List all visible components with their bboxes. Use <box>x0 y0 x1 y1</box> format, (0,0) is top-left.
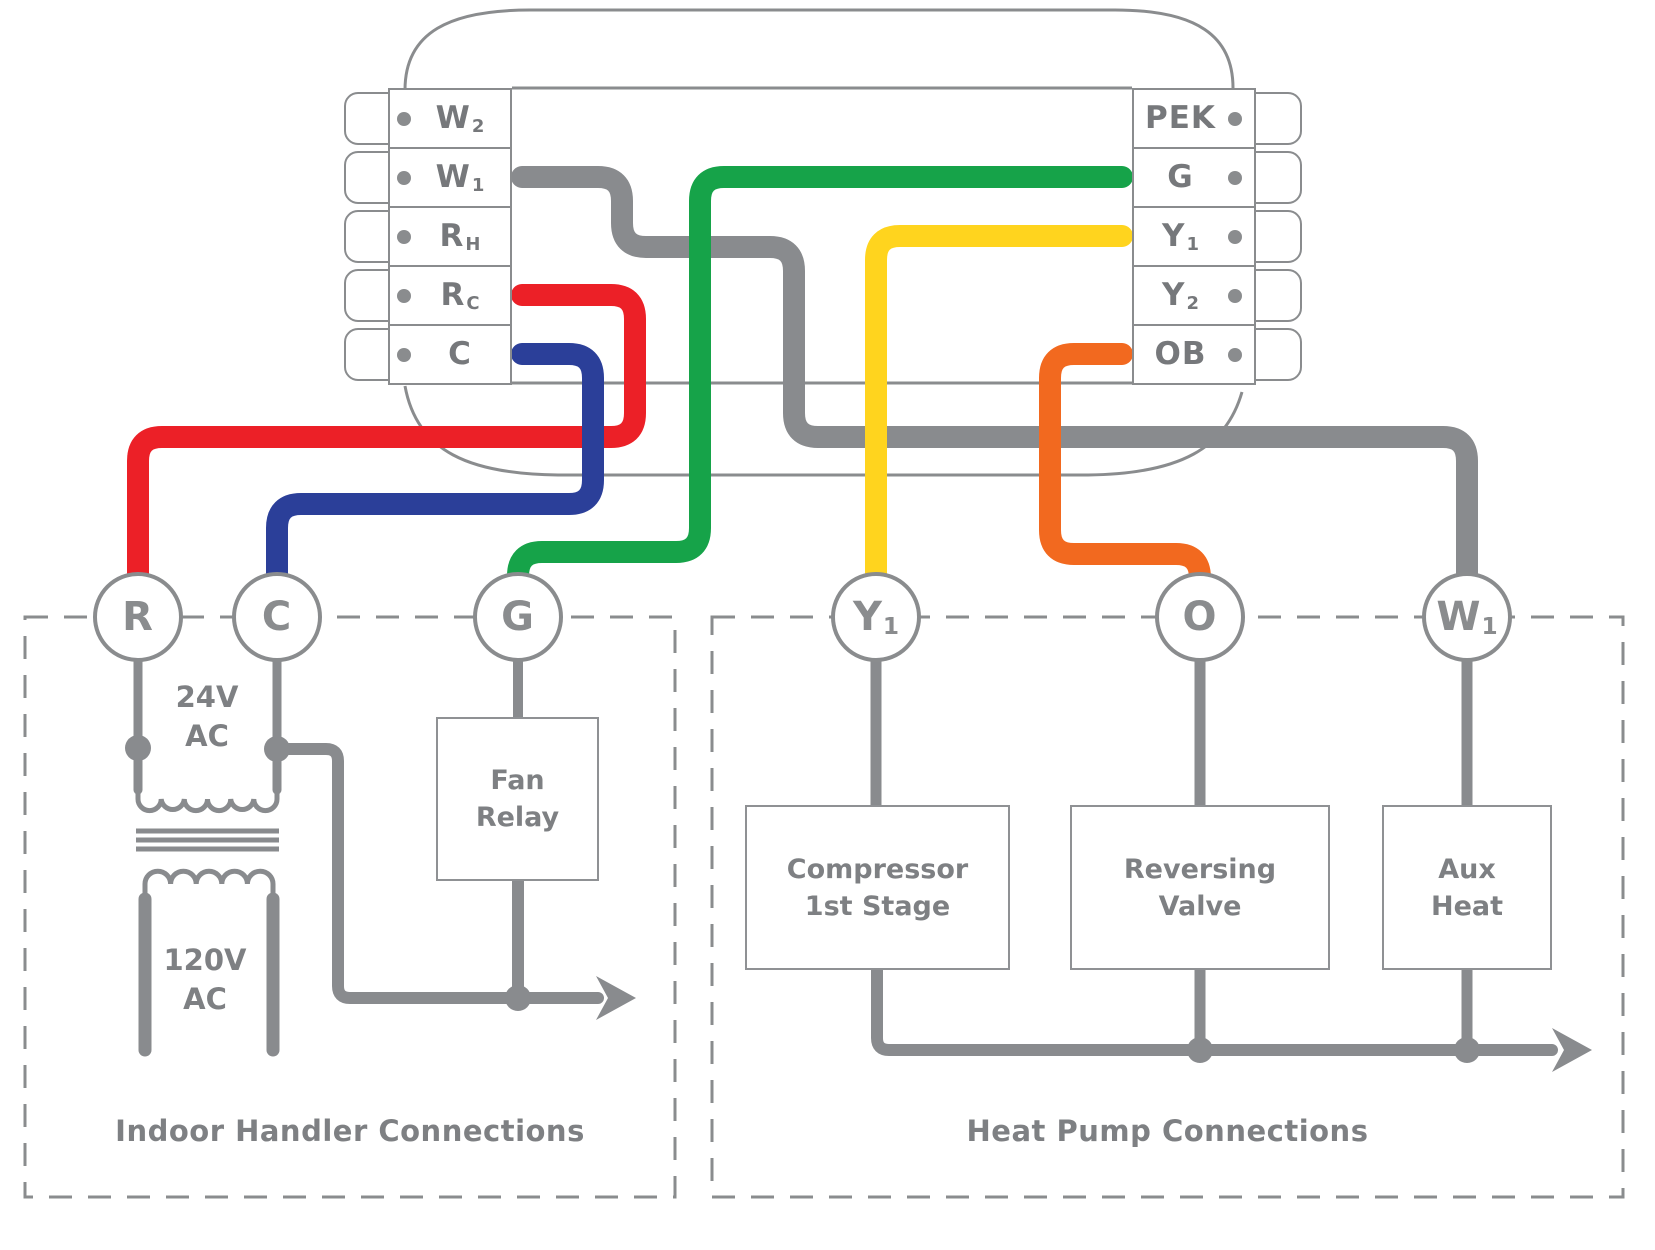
terminal-screw-icon <box>1228 347 1242 362</box>
terminal-y2: Y2 <box>1132 265 1256 326</box>
transformer-core <box>136 828 279 852</box>
terminal-rh: RH <box>388 206 512 267</box>
junction-dot-reversing <box>1187 1037 1213 1063</box>
terminal-tab <box>1254 92 1302 145</box>
wire-heat-pump-common <box>871 962 1558 1056</box>
label-24v: 24V <box>175 680 239 714</box>
terminal-label: OB <box>1154 336 1207 373</box>
reversing-valve-label-line2: Valve <box>1158 890 1242 922</box>
terminal-label: W1 <box>435 159 486 196</box>
terminal-w1: W1 <box>388 147 512 208</box>
wire-y1-yellow <box>865 225 1133 589</box>
wire-g-green <box>507 166 1133 589</box>
terminal-tab <box>344 151 392 204</box>
fan-relay-label-line2: Relay <box>475 802 560 833</box>
connector-o: O <box>1155 572 1245 662</box>
compressor-label-line1: Compressor <box>786 853 969 885</box>
reversing-valve-label-line1: Reversing <box>1123 853 1277 885</box>
junction-dot-fan <box>505 985 531 1011</box>
junction-dots <box>125 735 1480 1063</box>
wire-w1-gray <box>511 166 1478 589</box>
terminal-screw-icon <box>397 288 411 303</box>
arrowheads <box>596 976 1592 1072</box>
reversing-valve-box: Reversing Valve <box>1070 805 1330 970</box>
label-24v-ac: AC <box>185 719 229 753</box>
terminal-label: RC <box>440 277 481 314</box>
terminal-label: Y2 <box>1162 277 1200 314</box>
wire-c-to-fan-common <box>271 743 604 1004</box>
arrow-icon-heat-pump <box>1552 1028 1592 1072</box>
transformer-secondary-coil <box>142 868 276 899</box>
junction-dot-aux <box>1454 1037 1480 1063</box>
wire-c-blue <box>266 343 604 589</box>
junction-dot-c <box>264 736 290 762</box>
wire-rc-red <box>127 284 646 589</box>
junction-dot-r <box>125 735 151 761</box>
aux-heat-label-line1: Aux <box>1438 853 1496 885</box>
terminal-screw-icon <box>397 347 411 362</box>
terminal-tab <box>344 269 392 322</box>
compressor-label-line2: 1st Stage <box>804 890 951 922</box>
aux-heat-box: Aux Heat <box>1382 805 1552 970</box>
connector-y1: Y1 <box>831 572 921 662</box>
terminal-tab <box>344 92 392 145</box>
transformer-120v-label: 120V AC <box>140 941 270 1019</box>
terminal-tab <box>1254 151 1302 204</box>
terminal-tab <box>1254 210 1302 263</box>
label-120v: 120V <box>163 943 247 977</box>
thin-wires <box>133 652 1558 1056</box>
dome-arc-icon <box>403 8 1235 91</box>
terminal-label: G <box>1167 159 1194 196</box>
terminal-w2: W2 <box>388 88 512 149</box>
indoor-section-box <box>23 615 677 1199</box>
terminal-label: W2 <box>435 100 486 137</box>
terminal-label: PEK <box>1145 100 1216 137</box>
terminal-label: C <box>448 336 472 373</box>
label-120v-ac: AC <box>183 982 227 1016</box>
heat-pump-section-box <box>710 615 1625 1199</box>
terminal-screw-icon <box>1228 229 1242 244</box>
connector-c: C <box>232 572 322 662</box>
arrow-icon-indoor <box>596 976 636 1020</box>
terminal-screw-icon <box>397 229 411 244</box>
terminal-screw-icon <box>397 170 411 185</box>
aux-heat-label-line2: Heat <box>1430 890 1504 922</box>
terminal-label: RH <box>439 218 482 255</box>
terminal-c: C <box>388 324 512 385</box>
terminal-tab <box>344 210 392 263</box>
terminal-label: Y1 <box>1162 218 1200 255</box>
terminal-pek: PEK <box>1132 88 1256 149</box>
fan-relay-label-line1: Fan <box>490 765 545 796</box>
fan-relay-box: Fan Relay <box>436 717 599 881</box>
heat-pump-section-title: Heat Pump Connections <box>966 1114 1369 1148</box>
terminal-ob: OB <box>1132 324 1256 385</box>
indoor-section-title: Indoor Handler Connections <box>115 1114 585 1148</box>
terminal-tab <box>1254 328 1302 381</box>
terminal-screw-icon <box>1228 170 1242 185</box>
compressor-box: Compressor 1st Stage <box>745 805 1010 970</box>
terminal-tab <box>1254 269 1302 322</box>
transformer-24v-label: 24V AC <box>142 678 272 756</box>
connector-g: G <box>473 572 563 662</box>
terminal-screw-icon <box>1228 288 1242 303</box>
connector-w1: W1 <box>1422 572 1512 662</box>
terminal-screw-icon <box>1228 111 1242 126</box>
terminal-y1: Y1 <box>1132 206 1256 267</box>
thermostat-wires <box>127 166 1478 589</box>
transformer-primary-coil <box>135 744 280 814</box>
transformer-icon <box>135 744 280 1057</box>
terminal-rc: RC <box>388 265 512 326</box>
terminal-screw-icon <box>397 111 411 126</box>
terminal-tab <box>344 328 392 381</box>
terminal-g: G <box>1132 147 1256 208</box>
connector-r: R <box>93 572 183 662</box>
wire-ob-orange <box>1039 343 1211 589</box>
